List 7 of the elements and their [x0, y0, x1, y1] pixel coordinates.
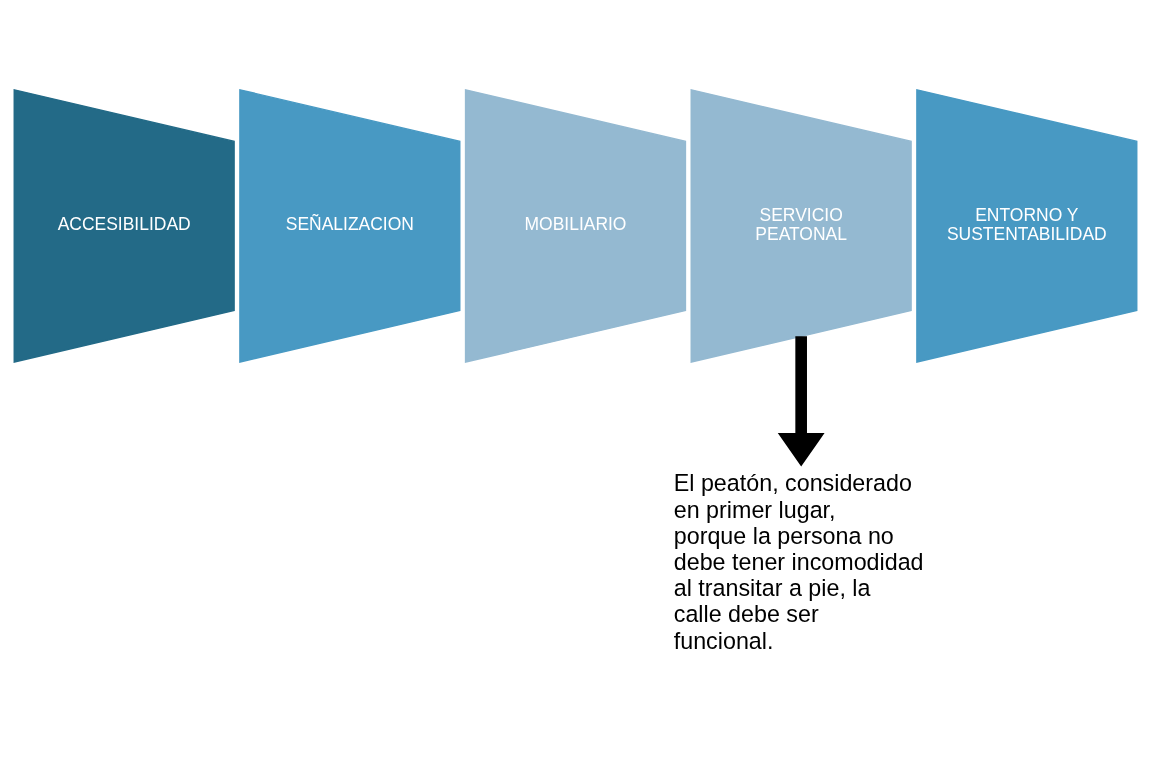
node-box: MOBILIARIO: [464, 88, 687, 363]
node-box: SERVICIO PEATONAL: [690, 88, 912, 363]
arrow: [777, 335, 825, 466]
node-text: El peatón, considerado en primer lugar, porque la persona no debe tener incomodidad al transitar a pie, la calle debe ser funcional.: [673, 469, 924, 654]
node-box: ENTORNO Y SUSTENTABILIDAD: [916, 88, 1138, 363]
node-box: ACCESIBILIDAD: [13, 88, 235, 363]
node-box: SEÑALIZACION: [239, 88, 461, 363]
